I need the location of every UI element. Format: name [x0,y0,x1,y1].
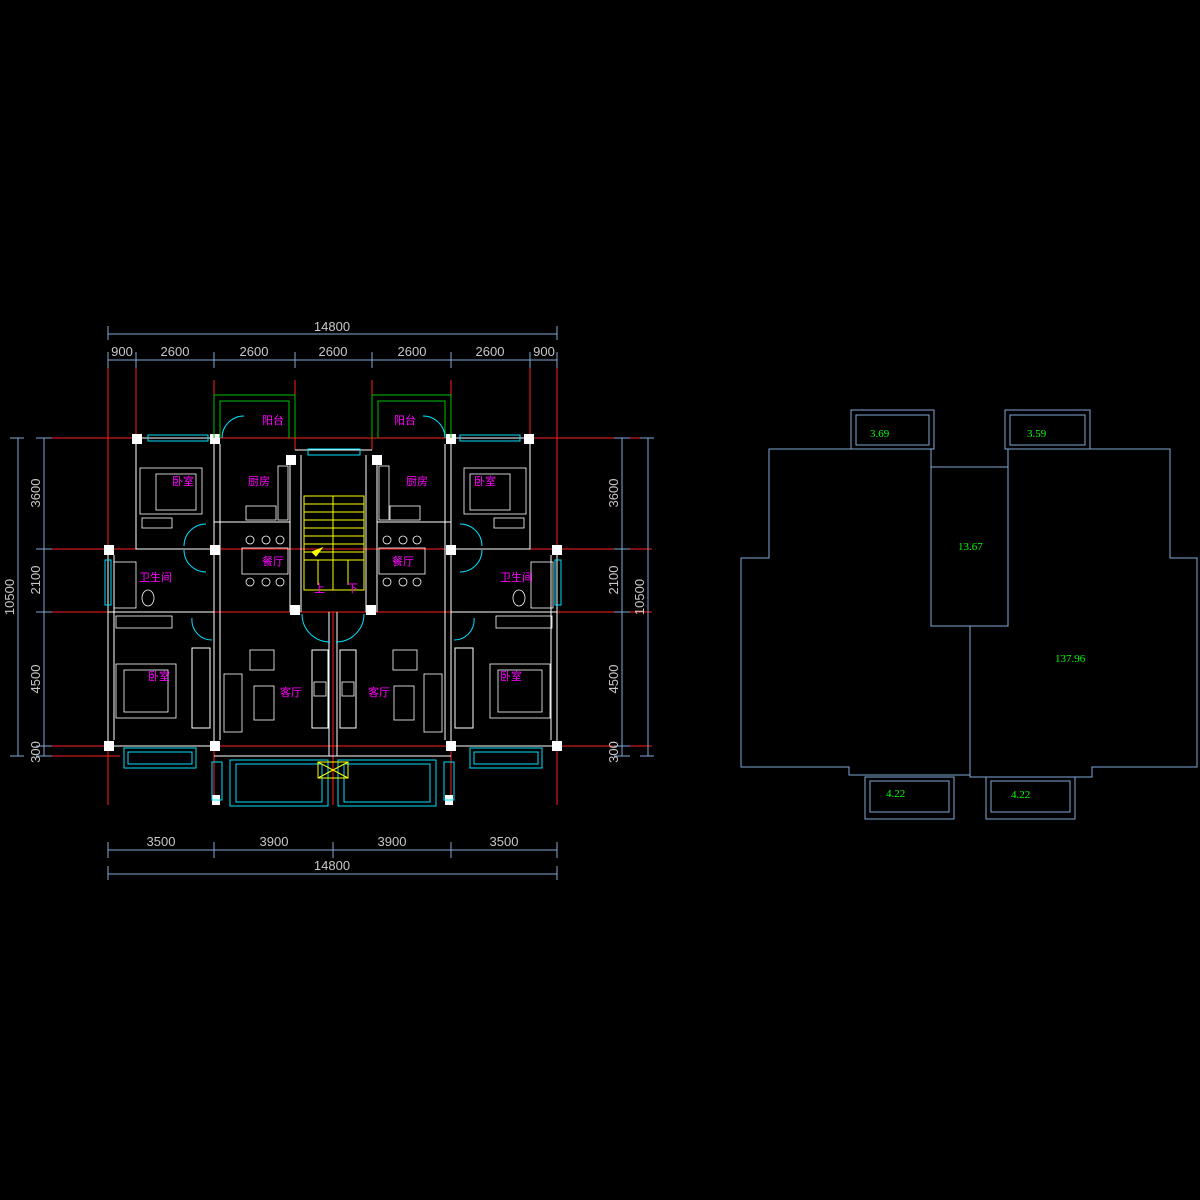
room-label-living-left: 客厅 [280,685,302,699]
area-label-balcony-ne: 3.59 [1027,428,1047,440]
area-labels: 3.69 3.59 13.67 137.96 4.22 4.22 [870,428,1086,801]
dim-right-3: 4500 [606,665,621,694]
dim-left-1: 3600 [28,479,43,508]
room-label-living-right: 客厅 [368,685,390,699]
dim-left-4: 300 [28,741,43,763]
area-label-balcony-se: 4.22 [1011,789,1030,801]
dim-top-2: 2600 [161,344,190,359]
north-balconies [213,394,452,438]
axis-lines [40,355,652,805]
dim-right-1: 3600 [606,479,621,508]
dim-bottom-1: 3500 [147,834,176,849]
dim-bottom-overall: 14800 [314,858,350,873]
dim-top-5: 2600 [398,344,427,359]
room-label-stair-up: 上 [314,582,325,595]
area-label-balcony-nw: 3.69 [870,428,890,440]
area-label-balcony-sw: 4.22 [886,788,905,800]
room-label-dining-right: 餐厅 [392,554,414,568]
area-diagram [740,409,1198,820]
stairs [303,495,365,591]
furniture [113,465,554,733]
dim-bottom-4: 3500 [490,834,519,849]
dimension-lines [10,326,654,880]
dim-left-3: 4500 [28,665,43,694]
room-label-balcony-right: 阳台 [394,413,416,427]
room-label-kitchen-left: 厨房 [248,475,270,488]
room-label-kitchen-right: 厨房 [406,475,428,488]
balcony-ne-outline [1004,409,1091,450]
area-label-main: 137.96 [1055,653,1086,665]
dim-left-overall: 10500 [2,579,17,615]
dim-right-2: 2100 [606,566,621,595]
balcony-sw-outline [864,776,955,820]
room-label-dining-left: 餐厅 [262,554,284,568]
room-label-bath-right: 卫生间 [500,570,533,584]
dim-left-2: 2100 [28,566,43,595]
dim-bottom-3: 3900 [378,834,407,849]
dim-top-overall: 14800 [314,319,350,334]
balcony-se-outline [985,776,1076,820]
floor-plan: 阳台 阳台 卧室 厨房 厨房 卧室 餐厅 餐厅 卫生间 卫生间 上 下 卧室 客… [2,319,654,880]
balcony-se-inner [990,780,1071,813]
walls [107,437,558,757]
dim-top-4: 2600 [319,344,348,359]
entrance [317,761,349,779]
room-label-balcony-left: 阳台 [262,413,284,427]
windows [104,434,562,807]
room-labels: 阳台 阳台 卧室 厨房 厨房 卧室 餐厅 餐厅 卫生间 卫生间 上 下 卧室 客… [139,413,533,699]
dim-right-overall: 10500 [632,579,647,615]
area-label-core: 13.67 [958,541,983,553]
balcony-nw-inner [855,414,930,446]
room-label-bath-left: 卫生间 [139,570,172,584]
room-label-bedroom-nw: 卧室 [172,474,194,488]
dim-bottom-2: 3900 [260,834,289,849]
balcony-ne-inner [1009,414,1086,446]
core-outline [930,466,1009,627]
main-outline [740,448,1198,778]
room-label-bedroom-se: 卧室 [500,669,522,683]
balcony-sw-inner [869,780,950,813]
door-swings [183,415,483,643]
dim-right-4: 300 [606,741,621,763]
dim-top-3: 2600 [240,344,269,359]
balcony-nw-outline [850,409,935,450]
room-label-stair-down: 下 [347,582,358,595]
room-label-bedroom-ne: 卧室 [474,474,496,488]
room-label-bedroom-sw: 卧室 [148,669,170,683]
dimension-labels: 14800 900 2600 2600 2600 2600 2600 900 3… [2,319,647,873]
dim-top-6: 2600 [476,344,505,359]
dim-top-7: 900 [533,344,555,359]
dim-top-1: 900 [111,344,133,359]
